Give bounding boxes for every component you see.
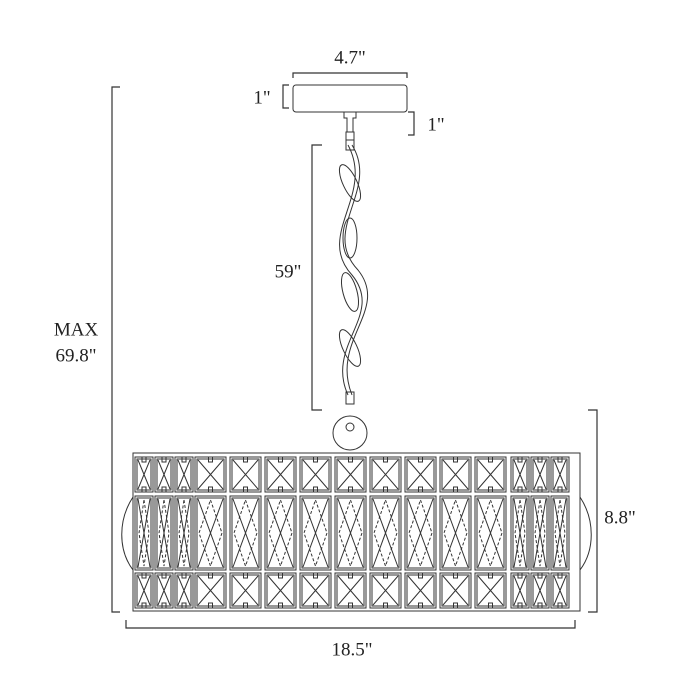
crystal-square	[404, 572, 437, 609]
crystal-square	[530, 456, 550, 493]
crystal-prism	[404, 495, 437, 571]
canopy-height-label: 1"	[253, 87, 271, 109]
crystal-square	[194, 456, 227, 493]
max-height-label: 69.8"	[55, 345, 97, 367]
crystal-square	[530, 572, 550, 609]
chain-connector	[345, 139, 355, 151]
crystal-square	[194, 572, 227, 609]
canopy	[292, 84, 408, 113]
crystal-prism	[474, 495, 507, 571]
chain-length-label: 59"	[274, 261, 302, 283]
chain	[338, 139, 369, 405]
crystal-square	[550, 456, 570, 493]
canopy-height-bracket	[282, 84, 289, 109]
shade-height-bracket	[588, 409, 598, 613]
chain-connector	[345, 391, 355, 405]
max-height-bracket	[111, 86, 120, 613]
side-crystal-right	[579, 496, 592, 571]
crystal-square	[134, 456, 154, 493]
crystal-prism	[264, 495, 297, 571]
crystal-prism	[510, 495, 530, 571]
crystal-square	[474, 572, 507, 609]
chain-link	[342, 217, 358, 259]
crystal-square	[154, 456, 174, 493]
crystal-prism	[174, 495, 194, 571]
shade-frame	[132, 452, 581, 612]
canopy-drop-bracket	[408, 111, 415, 136]
crystal-prism	[369, 495, 402, 571]
shade-width-bracket	[125, 620, 576, 629]
canopy-width-bracket	[292, 72, 408, 78]
crystal-prism	[550, 495, 570, 571]
crystal-square	[174, 572, 194, 609]
crystal-prism	[194, 495, 227, 571]
crystal-square	[229, 456, 262, 493]
hanging-ring	[332, 415, 368, 451]
crystal-square	[404, 456, 437, 493]
chain-length-bracket	[311, 144, 322, 411]
crystal-square	[264, 572, 297, 609]
crystal-prism	[134, 495, 154, 571]
chain-link	[338, 164, 362, 202]
crystal-square	[134, 572, 154, 609]
ring-bolt	[345, 422, 355, 432]
canopy-width-label: 4.7"	[334, 47, 366, 69]
crystal-prism	[439, 495, 472, 571]
crystal-square	[510, 456, 530, 493]
crystal-square	[299, 572, 332, 609]
crystal-shade	[121, 452, 592, 612]
crystal-square	[369, 456, 402, 493]
crystal-square	[510, 572, 530, 609]
crystal-square	[299, 456, 332, 493]
canopy-stem	[343, 111, 357, 141]
crystal-square	[154, 572, 174, 609]
side-crystal-left	[121, 496, 134, 571]
shade-height-label: 8.8"	[604, 507, 636, 529]
chain-link	[340, 272, 360, 312]
crystal-square	[474, 456, 507, 493]
crystal-square	[439, 572, 472, 609]
crystal-square	[229, 572, 262, 609]
crystal-square	[174, 456, 194, 493]
max-label: MAX	[53, 319, 99, 341]
crystal-prism	[530, 495, 550, 571]
crystal-square	[334, 572, 367, 609]
crystal-square	[439, 456, 472, 493]
crystal-prism	[299, 495, 332, 571]
crystal-prism	[334, 495, 367, 571]
crystal-square	[369, 572, 402, 609]
crystal-square	[334, 456, 367, 493]
chain-link	[338, 329, 362, 367]
crystal-prism	[229, 495, 262, 571]
crystal-square	[264, 456, 297, 493]
shade-width-label: 18.5"	[331, 639, 373, 661]
canopy-drop-label: 1"	[427, 114, 445, 136]
crystal-square	[550, 572, 570, 609]
crystal-prism	[154, 495, 174, 571]
